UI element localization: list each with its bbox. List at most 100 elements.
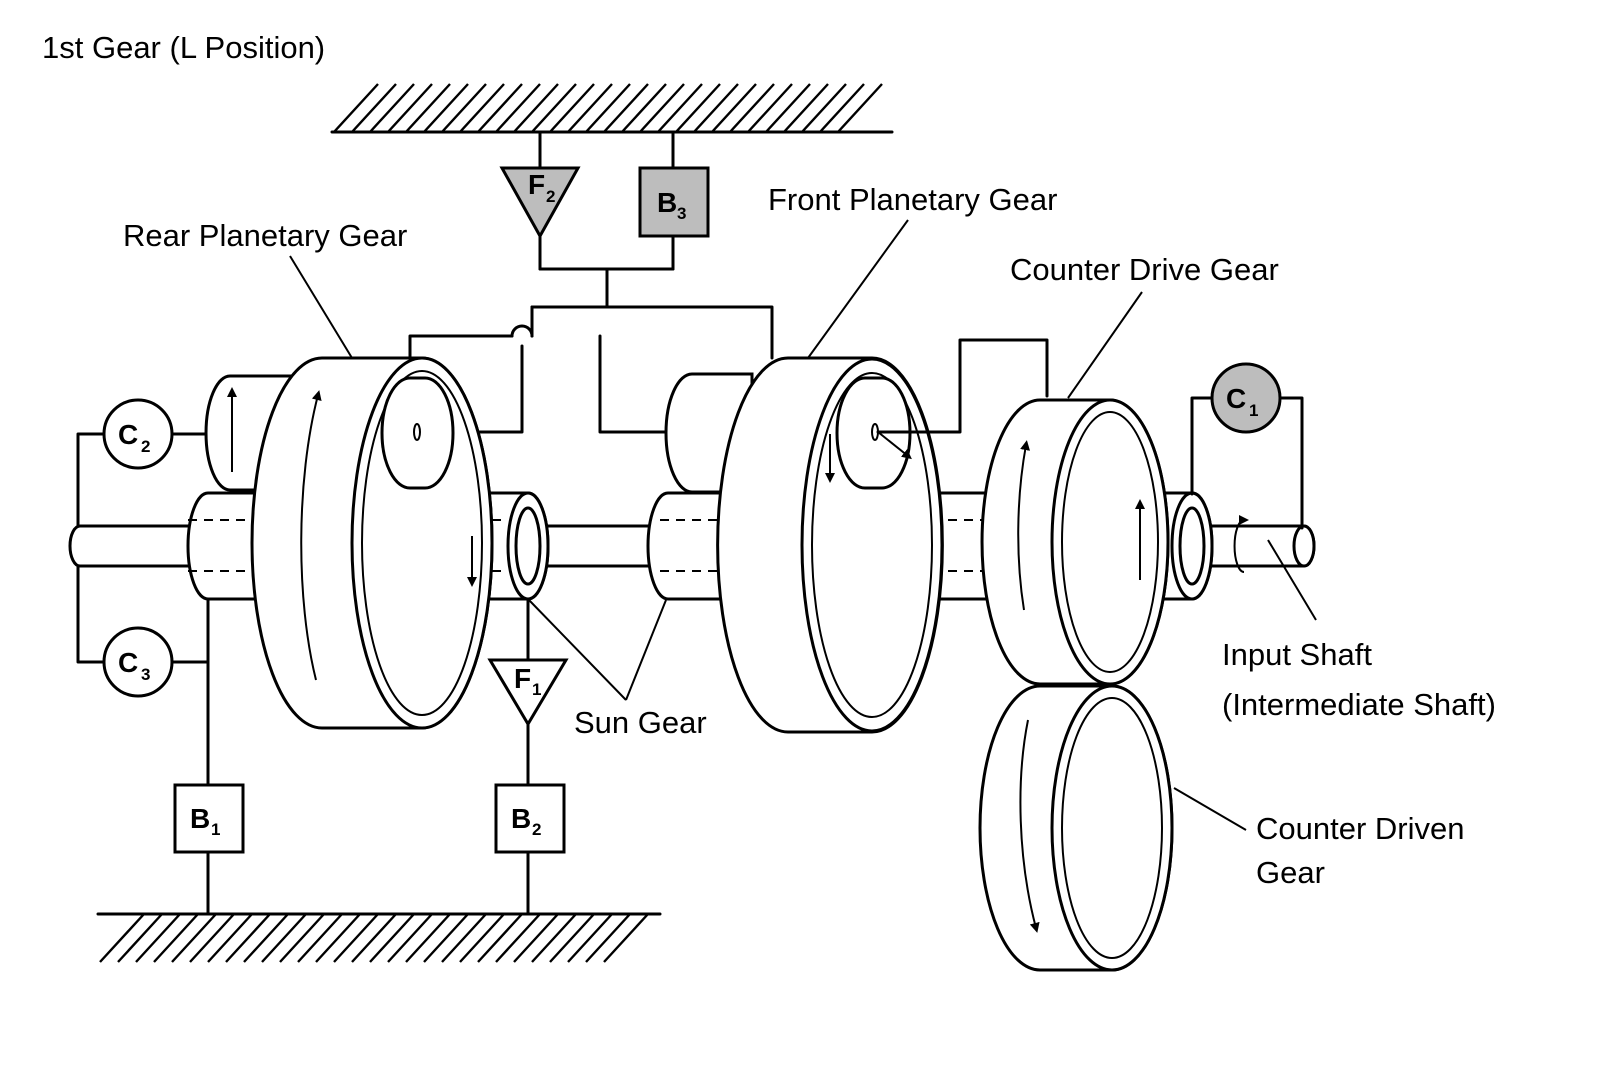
hatch-line xyxy=(639,83,685,133)
svg-text:3: 3 xyxy=(677,204,686,223)
hatch-line xyxy=(189,913,235,963)
hatch-line xyxy=(549,913,595,963)
hatch-line xyxy=(801,83,847,133)
hatch-line xyxy=(387,913,433,963)
hatch-line xyxy=(747,83,793,133)
hatch-line xyxy=(459,83,505,133)
label-sun-gear: Sun Gear xyxy=(574,705,707,740)
hatch-line xyxy=(351,83,397,133)
hatch-line xyxy=(153,913,199,963)
hatch-line xyxy=(567,83,613,133)
hatch-line xyxy=(513,913,559,963)
hatch-line xyxy=(603,913,649,963)
counter-driven-gear xyxy=(978,684,1174,972)
hatch-line xyxy=(99,913,145,963)
hatch-line xyxy=(495,913,541,963)
label-counter-driven-gear: Gear xyxy=(1256,855,1325,890)
hatch-line xyxy=(279,913,325,963)
rear-planetary-gear xyxy=(250,356,494,730)
hatch-line xyxy=(387,83,433,133)
hatch-line xyxy=(765,83,811,133)
hatch-line xyxy=(333,83,379,133)
bottom-ground-hatch xyxy=(96,912,662,963)
hatch-line xyxy=(477,83,523,133)
hatch-line xyxy=(729,83,775,133)
hatch-line xyxy=(351,913,397,963)
hatch-line xyxy=(783,83,829,133)
hatch-line xyxy=(675,83,721,133)
b2-brake: B 2 xyxy=(494,783,566,854)
hatch-line xyxy=(117,913,163,963)
svg-text:1: 1 xyxy=(1249,401,1258,420)
hatch-line xyxy=(441,83,487,133)
hatch-line xyxy=(261,913,307,963)
hatch-line xyxy=(819,83,865,133)
diagram-title: 1st Gear (L Position) xyxy=(42,30,325,65)
hatch-line xyxy=(315,913,361,963)
hatch-line xyxy=(405,83,451,133)
hatch-line xyxy=(423,913,469,963)
f1-one-way-clutch: F 1 xyxy=(487,658,569,727)
svg-text:F: F xyxy=(528,169,545,200)
hatch-line xyxy=(423,83,469,133)
label-counter-driven: Counter Driven xyxy=(1256,811,1464,846)
hatch-line xyxy=(693,83,739,133)
svg-text:2: 2 xyxy=(141,437,150,456)
hatch-line xyxy=(567,913,613,963)
counter-drive-gear xyxy=(980,398,1170,686)
hatch-line xyxy=(621,83,667,133)
hatch-line xyxy=(585,83,631,133)
c3-clutch: C 3 xyxy=(102,626,174,698)
hatch-line xyxy=(333,913,379,963)
label-intermediate-shaft: (Intermediate Shaft) xyxy=(1222,687,1496,722)
leader-lines xyxy=(289,219,1317,831)
svg-text:B: B xyxy=(511,803,531,834)
label-counter-drive-gear: Counter Drive Gear xyxy=(1010,252,1279,287)
hatch-line xyxy=(225,913,271,963)
hatch-line xyxy=(477,913,523,963)
svg-text:F: F xyxy=(514,663,531,694)
hatch-line xyxy=(405,913,451,963)
svg-text:C: C xyxy=(118,419,138,450)
hatch-line xyxy=(837,83,883,133)
hatch-line xyxy=(243,913,289,963)
hatch-line xyxy=(531,913,577,963)
top-ground-hatch xyxy=(330,83,894,134)
c2-clutch: C 2 xyxy=(102,398,174,470)
label-rear-planetary-gear: Rear Planetary Gear xyxy=(123,218,407,253)
hatch-line xyxy=(549,83,595,133)
hatch-line xyxy=(531,83,577,133)
hatch-line xyxy=(603,83,649,133)
hatch-line xyxy=(171,913,217,963)
hatch-line xyxy=(135,913,181,963)
hatch-line xyxy=(207,913,253,963)
label-front-planetary-gear: Front Planetary Gear xyxy=(768,182,1057,217)
f2-one-way-clutch: F 2 xyxy=(499,166,581,240)
hatch-line xyxy=(495,83,541,133)
hatch-line xyxy=(711,83,757,133)
svg-text:3: 3 xyxy=(141,665,150,684)
hatch-line xyxy=(369,83,415,133)
b3-brake: B 3 xyxy=(638,166,710,238)
hatch-line xyxy=(441,913,487,963)
hatch-line xyxy=(369,913,415,963)
label-input-shaft: Input Shaft xyxy=(1222,637,1372,672)
svg-text:C: C xyxy=(1226,383,1246,414)
hatch-line xyxy=(297,913,343,963)
front-planetary-gear xyxy=(716,338,1049,734)
c1-clutch: C 1 xyxy=(1210,362,1282,434)
input-shaft-arrow xyxy=(1190,396,1304,573)
hatch-line xyxy=(459,913,505,963)
svg-text:2: 2 xyxy=(546,187,555,206)
hatch-line xyxy=(513,83,559,133)
svg-text:B: B xyxy=(657,187,677,218)
hatch-line xyxy=(585,913,631,963)
svg-text:2: 2 xyxy=(532,820,541,839)
svg-text:1: 1 xyxy=(211,820,220,839)
b1-brake: B 1 xyxy=(173,783,245,854)
hatch-line xyxy=(657,83,703,133)
svg-text:B: B xyxy=(190,803,210,834)
svg-text:1: 1 xyxy=(532,680,541,699)
